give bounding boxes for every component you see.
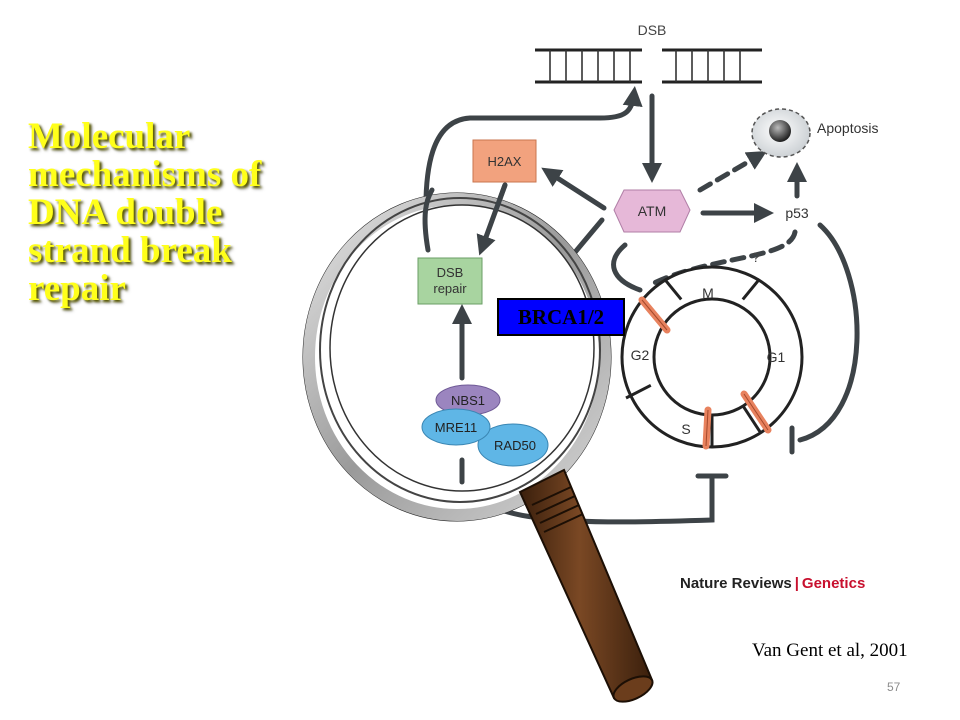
p53-inhibit-g1 — [797, 222, 860, 443]
phase-g1-label: G1 — [767, 349, 786, 365]
rad50-label: RAD50 — [494, 438, 536, 453]
arrow-atm-to-h2ax — [541, 167, 607, 211]
credit-separator: | — [794, 575, 799, 592]
apoptosis-node: Apoptosis — [751, 108, 878, 158]
title-line-1: Molecular — [28, 116, 191, 157]
citation: Van Gent et al, 2001 — [752, 640, 908, 661]
h2ax-node: H2AX — [472, 139, 537, 183]
atm-label: ATM — [638, 203, 667, 219]
dsb-dna: DSB — [535, 22, 762, 84]
inhibition-bars — [695, 425, 795, 479]
atm-to-cellcycle — [611, 242, 643, 293]
question-mark: ? — [752, 249, 760, 265]
credit-journal: Nature Reviews — [680, 575, 792, 592]
h2ax-label: H2AX — [488, 154, 522, 169]
credit-section: Genetics — [801, 575, 866, 592]
dsb-repair-line1: DSB — [437, 265, 464, 280]
mre11-label: MRE11 — [435, 420, 477, 435]
arrow-repair-loop-to-dsb — [423, 86, 643, 253]
magnifier-handle — [518, 468, 654, 703]
source-credit: Nature Reviews|Genetics — [680, 575, 865, 592]
nbs1-label: NBS1 — [451, 393, 485, 408]
cell-cycle-wheel: M G1 G2 S — [620, 265, 804, 450]
dsb-label: DSB — [638, 22, 667, 38]
phase-g2-label: G2 — [631, 347, 650, 363]
title-line-2: mechanisms of — [28, 154, 262, 195]
slide-title: Molecular mechanisms of DNA double stran… — [28, 118, 318, 308]
title-line-5: repair — [28, 268, 126, 309]
dsb-repair-node: DSB repair — [417, 257, 483, 305]
title-line-3: DNA double — [28, 192, 223, 233]
lens-contents — [422, 182, 508, 485]
p53-label: p53 — [785, 205, 809, 221]
arrow-atm-to-apoptosis — [697, 150, 767, 193]
phase-s-label: S — [681, 421, 690, 437]
dsb-repair-line2: repair — [433, 281, 467, 296]
title-line-4: strand break — [28, 230, 232, 271]
phase-m-label: M — [702, 285, 714, 301]
apoptosis-label: Apoptosis — [817, 120, 878, 136]
page-number: 57 — [887, 680, 901, 694]
brca-label-box: BRCA1/2 — [497, 298, 625, 336]
atm-node: ATM — [613, 189, 691, 233]
mrn-complex: NBS1 MRE11 RAD50 — [421, 384, 549, 467]
